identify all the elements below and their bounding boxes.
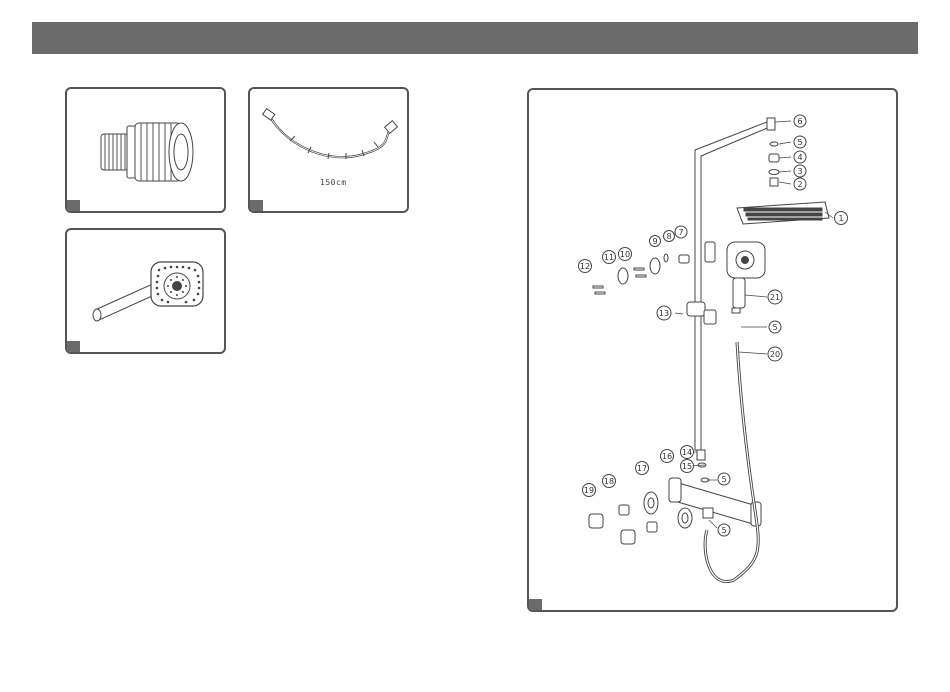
svg-text:7: 7 [678, 228, 683, 237]
callout-3: 3 [794, 165, 806, 177]
svg-text:11: 11 [604, 253, 614, 262]
callout-20: 20 [768, 347, 782, 361]
svg-text:5: 5 [721, 526, 726, 535]
panel-tab [67, 200, 80, 211]
svg-text:5: 5 [797, 138, 802, 147]
callout-10: 10 [619, 248, 632, 261]
svg-text:4: 4 [797, 153, 802, 162]
callout-4: 4 [794, 151, 806, 163]
callout-9: 9 [650, 236, 661, 247]
panel-tab [529, 599, 542, 610]
svg-text:10: 10 [620, 250, 630, 259]
threaded-adapter-icon [67, 89, 224, 211]
svg-text:14: 14 [682, 448, 692, 457]
panel-tab [250, 200, 263, 211]
svg-text:13: 13 [659, 309, 669, 318]
callout-13: 13 [657, 306, 671, 320]
callout-19: 19 [583, 484, 596, 497]
header-bar [32, 22, 918, 54]
callout-5: 5 [794, 136, 806, 148]
svg-text:3: 3 [797, 167, 802, 176]
svg-text:19: 19 [584, 486, 594, 495]
callout-7: 7 [675, 226, 687, 238]
svg-text:1: 1 [838, 214, 843, 223]
svg-text:5: 5 [772, 323, 777, 332]
callout-5c: 5 [718, 473, 730, 485]
callout-5b: 5 [769, 321, 781, 333]
svg-text:12: 12 [580, 262, 590, 271]
svg-text:8: 8 [666, 232, 671, 241]
exploded-view-panel: 1 2 3 4 5 6 7 8 9 10 11 12 13 14 15 16 1… [527, 88, 898, 612]
hose-length-label: 150cm [320, 178, 347, 187]
callout-6: 6 [794, 115, 806, 127]
hose-panel: 150cm [248, 87, 409, 213]
svg-text:16: 16 [662, 452, 672, 461]
callout-15: 15 [681, 460, 694, 473]
svg-text:6: 6 [797, 117, 802, 126]
svg-text:5: 5 [721, 475, 726, 484]
callout-17: 17 [636, 462, 649, 475]
callout-16: 16 [661, 450, 674, 463]
callout-5d: 5 [718, 524, 730, 536]
callout-12: 12 [579, 260, 592, 273]
callout-18: 18 [603, 475, 616, 488]
panel-tab [67, 341, 80, 352]
svg-text:17: 17 [637, 464, 647, 473]
callout-11: 11 [603, 251, 616, 264]
callout-1: 1 [835, 212, 848, 225]
callout-21: 21 [768, 290, 782, 304]
hand-shower-panel [65, 228, 226, 354]
callout-14: 14 [681, 446, 694, 459]
hose-icon [250, 89, 407, 211]
svg-text:21: 21 [770, 293, 780, 302]
hand-shower-icon [67, 230, 224, 352]
callout-8: 8 [664, 231, 675, 242]
adapter-panel [65, 87, 226, 213]
svg-text:2: 2 [797, 180, 802, 189]
svg-text:20: 20 [770, 350, 780, 359]
callout-2: 2 [794, 178, 806, 190]
svg-text:9: 9 [652, 237, 657, 246]
svg-text:15: 15 [682, 462, 692, 471]
exploded-diagram-svg: 1 2 3 4 5 6 7 8 9 10 11 12 13 14 15 16 1… [529, 90, 896, 610]
svg-text:18: 18 [604, 477, 614, 486]
